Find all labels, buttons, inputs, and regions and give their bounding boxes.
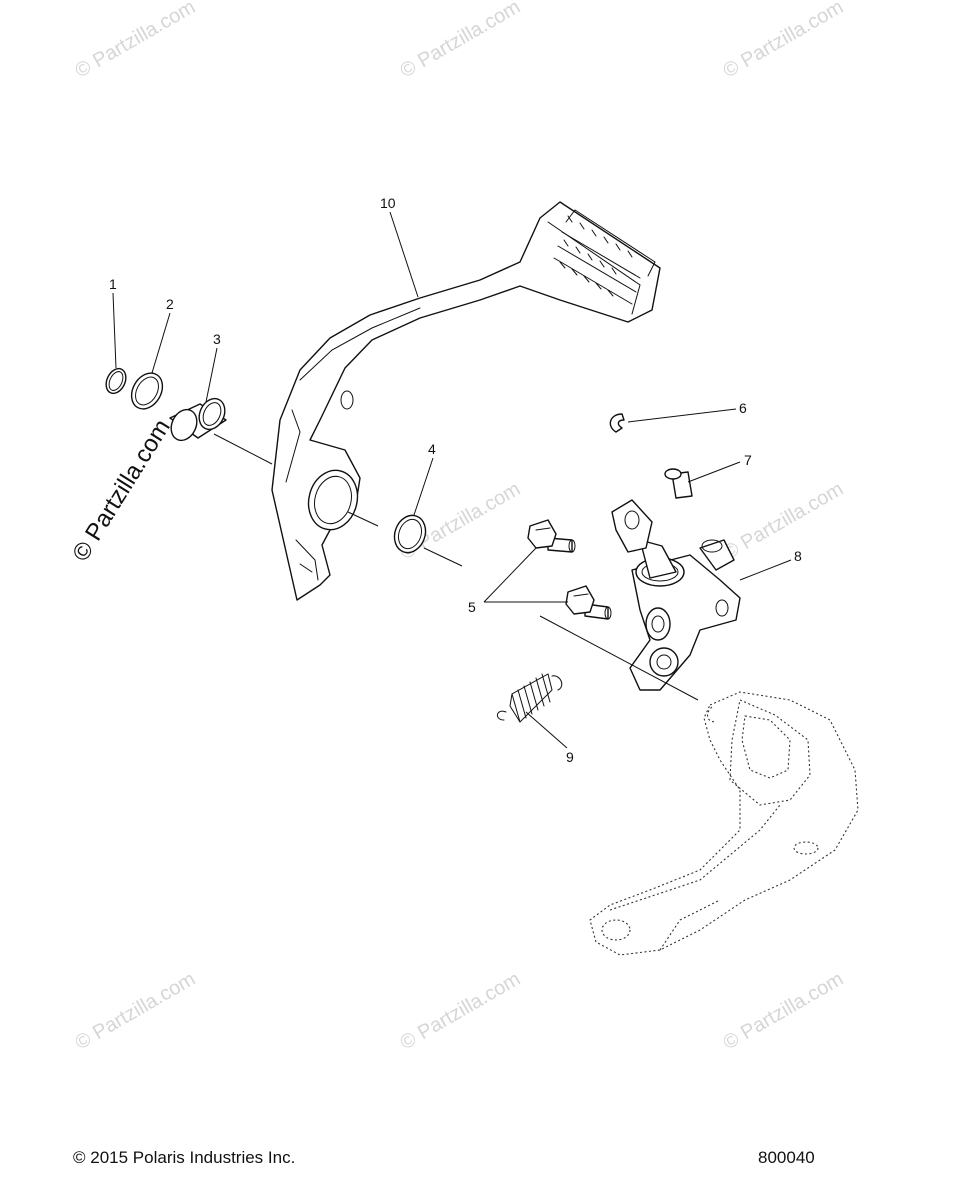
callout-6: 6 xyxy=(739,400,747,416)
watermarks: © Partzilla.com © Partzilla.com © Partzi… xyxy=(72,0,848,1054)
washer-part xyxy=(130,372,164,410)
leader-lines xyxy=(112,211,792,749)
watermark: © Partzilla.com xyxy=(397,0,525,82)
bolt-part xyxy=(565,585,612,620)
callout-4: 4 xyxy=(428,441,436,457)
watermark: © Partzilla.com xyxy=(397,968,525,1054)
brake-pedal-part xyxy=(271,201,661,601)
clevis-pin-part xyxy=(664,468,693,499)
callout-2: 2 xyxy=(166,296,174,312)
watermark: © Partzilla.com xyxy=(720,0,848,82)
callout-1: 1 xyxy=(109,276,117,292)
bolt-part xyxy=(527,519,576,553)
watermark: © Partzilla.com xyxy=(72,968,200,1054)
watermark: © Partzilla.com xyxy=(720,968,848,1054)
snap-ring-part xyxy=(105,367,127,395)
watermark: © Partzilla.com xyxy=(720,478,848,564)
callouts: 1 2 3 4 5 6 7 8 9 10 xyxy=(109,195,802,765)
e-clip-part xyxy=(609,413,625,433)
callout-10: 10 xyxy=(380,195,396,211)
washer-part xyxy=(393,514,427,554)
frame-bracket-reference xyxy=(589,691,859,956)
callout-8: 8 xyxy=(794,548,802,564)
callout-5: 5 xyxy=(468,599,476,615)
drawing-number: 800040 xyxy=(758,1148,815,1167)
callout-9: 9 xyxy=(566,749,574,765)
callout-3: 3 xyxy=(213,331,221,347)
copyright-notice: © 2015 Polaris Industries Inc. xyxy=(73,1148,296,1167)
spring-part xyxy=(497,673,563,723)
bushing-part xyxy=(169,397,227,442)
master-cylinder-part xyxy=(611,499,741,691)
watermark: © Partzilla.com xyxy=(72,0,200,82)
watermark-large: © Partzilla.com xyxy=(67,415,176,566)
callout-7: 7 xyxy=(744,452,752,468)
